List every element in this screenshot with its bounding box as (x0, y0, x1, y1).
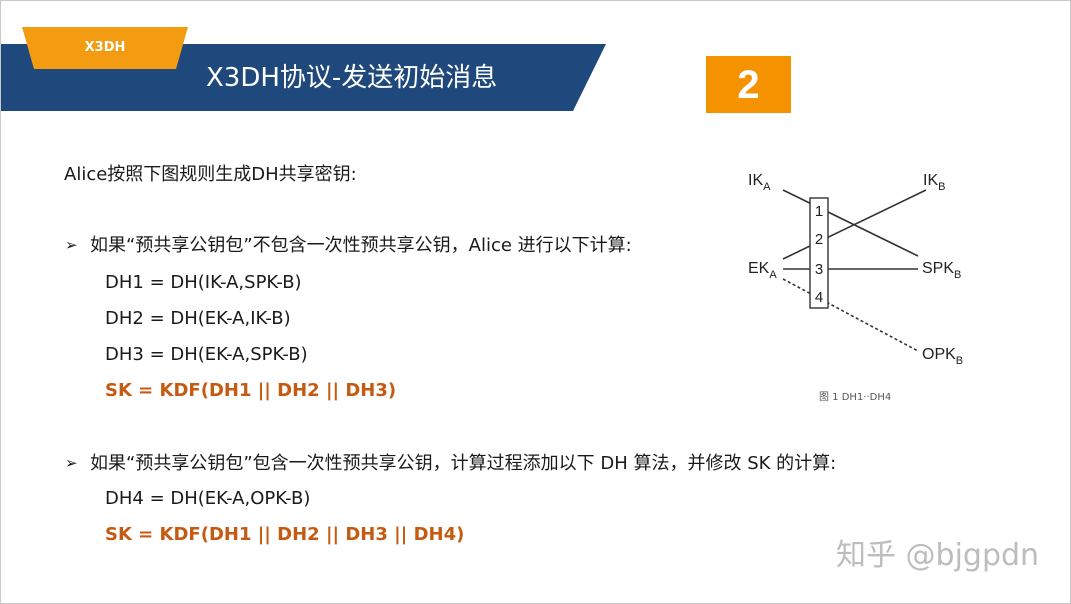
label-ek-a: EKA (748, 260, 777, 281)
line-eka-opkb (782, 278, 919, 352)
formula-sk-4: SK = KDF(DH1 || DH2 || DH3 || DH4) (105, 524, 465, 545)
diagram-caption: 图 1 DH1··DH4 (819, 391, 891, 403)
dh-number-1: 1 (815, 203, 823, 220)
section1-heading: 如果“预共享公钥包”不包含一次性预共享公钥，Alice 进行以下计算: (90, 235, 632, 256)
formula-dh1: DH1 = DH(IK-A,SPK-B) (105, 272, 302, 293)
formula-dh2: DH2 = DH(EK-A,IK-B) (105, 308, 291, 329)
dh-number-3: 3 (815, 261, 823, 278)
line-eka-ikb (782, 189, 927, 260)
formula-dh3: DH3 = DH(EK-A,SPK-B) (105, 344, 308, 365)
watermark: 知乎 @bjgpdn (836, 538, 1040, 573)
dh-number-4: 4 (815, 289, 823, 306)
intro-text: Alice按照下图规则生成DH共享密钥: (64, 164, 357, 185)
label-ik-a: IKA (748, 172, 771, 193)
bullet-arrow-icon: ➢ (65, 454, 78, 472)
bullet-arrow-icon: ➢ (65, 236, 78, 254)
dh-key-diagram: 1 2 3 4 IKA EKA IKB SPKB OPKB 图 1 DH1··D… (748, 172, 963, 403)
dh-number-box (809, 197, 829, 309)
section2-heading: 如果“预共享公钥包”包含一次性预共享公钥，计算过程添加以下 DH 算法，并修改 … (90, 453, 837, 474)
dh-number-2: 2 (815, 231, 823, 248)
slide-title: X3DH协议-发送初始消息 (206, 63, 498, 93)
label-ik-b: IKB (923, 172, 945, 193)
label-opk-b: OPKB (922, 346, 963, 367)
formula-sk-3: SK = KDF(DH1 || DH2 || DH3) (105, 380, 397, 401)
section-tag: X3DH (22, 27, 188, 69)
slide-number-badge: 2 (706, 56, 791, 113)
line-ika-spkb (782, 189, 919, 257)
label-spk-b: SPKB (922, 260, 961, 281)
formula-dh4: DH4 = DH(EK-A,OPK-B) (105, 488, 311, 509)
